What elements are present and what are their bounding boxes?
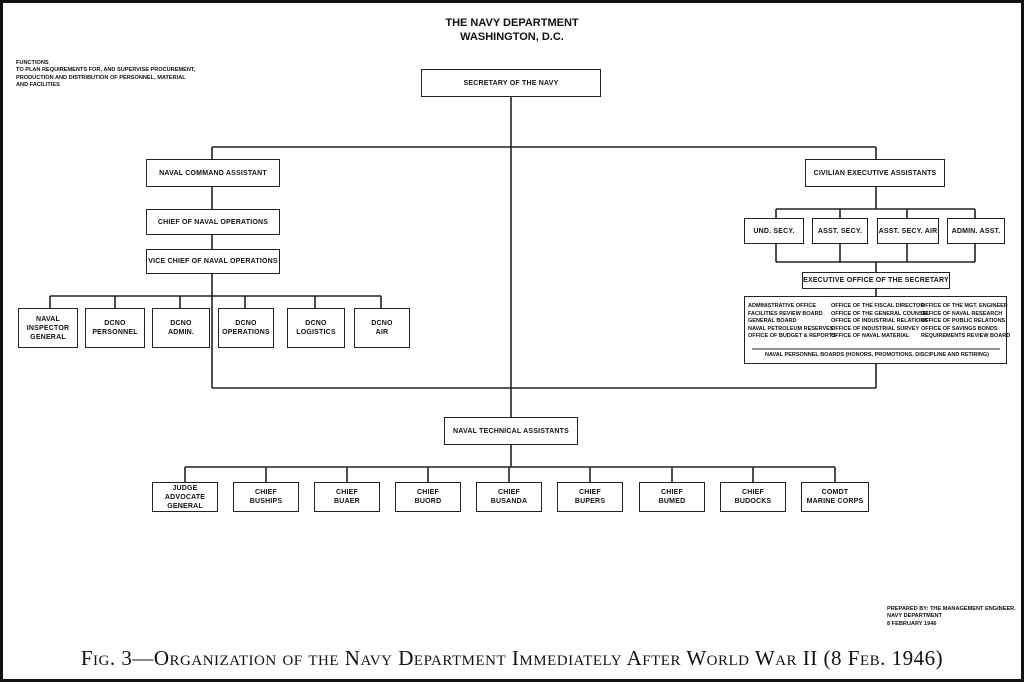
- bureau-label: CHIEF BUORD: [414, 489, 442, 505]
- secretary-assistant-box: ASST. SECY. AIR: [877, 218, 939, 244]
- secretary-assistant-box: ASST. SECY.: [812, 218, 868, 244]
- bureau-box: CHIEF BUAER: [314, 482, 380, 512]
- executive-office-box: EXECUTIVE OFFICE OF THE SECRETARY: [802, 272, 950, 289]
- bureau-label: CHIEF BUPERS: [574, 489, 606, 505]
- offices-column-3: OFFICE OF THE MGT. ENGINEER OFFICE OF NA…: [921, 303, 1011, 340]
- bureau-label: CHIEF BUDOCKS: [734, 489, 772, 505]
- dcno-box: DCNO LOGISTICS: [287, 308, 345, 348]
- naval-command-assistant-box: NAVAL COMMAND ASSISTANT: [146, 159, 280, 187]
- cno-box: CHIEF OF NAVAL OPERATIONS: [146, 209, 280, 235]
- secretary-assistant-label: ADMIN. ASST.: [951, 227, 1001, 235]
- dcno-label: DCNO OPERATIONS: [222, 320, 270, 336]
- offices-box: [744, 296, 1007, 364]
- figure-caption: Fig. 3—Organization of the Navy Departme…: [80, 646, 944, 670]
- dcno-box: DCNO PERSONNEL: [85, 308, 145, 348]
- dcno-box: DCNO OPERATIONS: [218, 308, 274, 348]
- secretary-assistant-label: UND. SECY.: [753, 227, 795, 235]
- executive-office-label: EXECUTIVE OFFICE OF THE SECRETARY: [803, 277, 949, 284]
- bureau-label: CHIEF BUSHIPS: [249, 489, 283, 505]
- technical-assistants-label: NAVAL TECHNICAL ASSISTANTS: [453, 427, 569, 435]
- civilian-assistants-box: CIVILIAN EXECUTIVE ASSISTANTS: [805, 159, 945, 187]
- technical-assistants-box: NAVAL TECHNICAL ASSISTANTS: [444, 417, 578, 445]
- bureau-label: CHIEF BUAER: [334, 489, 360, 505]
- vcno-box: VICE CHIEF OF NAVAL OPERATIONS: [146, 249, 280, 274]
- bureau-box: CHIEF BUDOCKS: [720, 482, 786, 512]
- personnel-boards-label: NAVAL PERSONNEL BOARDS (HONORS, PROMOTIO…: [765, 352, 989, 358]
- secretary-assistant-box: UND. SECY.: [744, 218, 804, 244]
- dcno-label: NAVAL INSPECTOR GENERAL: [26, 315, 70, 341]
- vcno-label: VICE CHIEF OF NAVAL OPERATIONS: [148, 258, 278, 265]
- bureau-box: CHIEF BUSANDA: [476, 482, 542, 512]
- secretary-label: SECRETARY OF THE NAVY: [463, 79, 559, 87]
- chart-title: THE NAVY DEPARTMENT: [445, 17, 579, 29]
- bureau-box: JUDGE ADVOCATE GENERAL: [152, 482, 218, 512]
- offices-column-2: OFFICE OF THE FISCAL DIRECTOR OFFICE OF …: [831, 303, 930, 340]
- bureau-box: CHIEF BUORD: [395, 482, 461, 512]
- dcno-box: DCNO AIR: [354, 308, 410, 348]
- cno-label: CHIEF OF NAVAL OPERATIONS: [157, 218, 269, 226]
- bureau-label: JUDGE ADVOCATE GENERAL: [164, 484, 206, 510]
- dcno-label: DCNO PERSONNEL: [92, 320, 138, 336]
- secretary-assistant-box: ADMIN. ASST.: [947, 218, 1005, 244]
- bureau-label: CHIEF BUMED: [658, 489, 686, 505]
- secretary-box: SECRETARY OF THE NAVY: [421, 69, 601, 97]
- naval-command-assistant-label: NAVAL COMMAND ASSISTANT: [159, 169, 267, 177]
- dcno-label: DCNO LOGISTICS: [296, 320, 336, 336]
- bureau-box: COMDT MARINE CORPS: [801, 482, 869, 512]
- dcno-label: DCNO ADMIN.: [167, 320, 195, 336]
- dcno-label: DCNO AIR: [371, 320, 393, 336]
- dcno-box: NAVAL INSPECTOR GENERAL: [18, 308, 78, 348]
- chart-subtitle: WASHINGTON, D.C.: [460, 31, 564, 43]
- secretary-assistant-label: ASST. SECY. AIR: [878, 227, 938, 235]
- secretary-assistant-label: ASST. SECY.: [817, 227, 863, 235]
- bureau-box: CHIEF BUSHIPS: [233, 482, 299, 512]
- dcno-box: DCNO ADMIN.: [152, 308, 210, 348]
- bureau-box: CHIEF BUMED: [639, 482, 705, 512]
- civilian-assistants-label: CIVILIAN EXECUTIVE ASSISTANTS: [813, 169, 937, 177]
- functions-note: FUNCTIONS TO PLAN REQUIREMENTS FOR, AND …: [16, 60, 196, 89]
- bureau-label: COMDT MARINE CORPS: [806, 489, 864, 505]
- bureau-box: CHIEF BUPERS: [557, 482, 623, 512]
- offices-column-1: ADMINISTRATIVE OFFICE FACILITIES REVIEW …: [748, 303, 836, 340]
- bureau-label: CHIEF BUSANDA: [490, 489, 528, 505]
- prepared-by-note: PREPARED BY: THE MANAGEMENT ENGINEER. NA…: [887, 606, 1016, 627]
